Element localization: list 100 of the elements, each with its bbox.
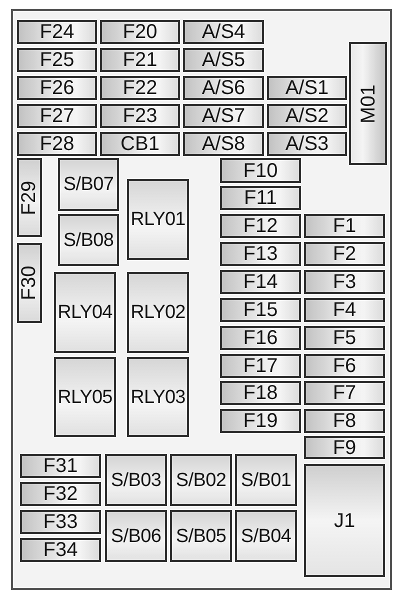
slot-label: F11 [244, 188, 277, 208]
slot-label: S/B08 [63, 230, 114, 250]
fuse-slot [220, 214, 301, 238]
fuse-slot [100, 104, 180, 128]
relay-slot [54, 272, 116, 353]
fuse-slot [304, 381, 385, 405]
fuse-slot [267, 132, 347, 156]
slot-label: F1 [332, 216, 356, 236]
fuse-slot [267, 104, 347, 128]
fuse-slot [100, 48, 180, 72]
slot-label: F28 [40, 134, 74, 154]
slot-label: S/B01 [240, 470, 292, 490]
fuse-slot [20, 482, 101, 506]
slot-label: S/B03 [110, 470, 162, 490]
fuse-slot [304, 326, 385, 350]
slot-label: S/B06 [110, 526, 162, 546]
slot-label: F29 [20, 180, 40, 215]
fuse-slot [220, 158, 301, 183]
slot-label: F19 [243, 411, 278, 431]
slot-label: F4 [332, 300, 356, 320]
slot-label: A/S3 [285, 134, 329, 154]
slot-label: RLY02 [130, 303, 186, 322]
slot-label: F26 [40, 78, 74, 98]
fuse-slot [100, 132, 180, 156]
slot-label: F31 [43, 456, 78, 476]
fuse-slot [17, 76, 97, 100]
fuse-slot [304, 436, 385, 459]
fuse-block-slot [105, 510, 167, 562]
connector-slot [304, 464, 385, 577]
module-slot [349, 42, 387, 165]
slot-label: F18 [243, 383, 278, 403]
fuse-slot [20, 538, 101, 562]
fuse-block-slot [58, 158, 119, 211]
slot-label: A/S2 [285, 106, 329, 126]
fuse-slot [304, 270, 385, 294]
fuse-slot [100, 76, 180, 100]
fuse-slot [17, 243, 42, 323]
slot-label: A/S6 [202, 78, 246, 98]
slot-label: F32 [43, 484, 78, 504]
slot-label: S/B02 [176, 470, 226, 490]
slot-label: F25 [40, 50, 74, 70]
slot-label: F22 [122, 78, 158, 98]
slot-label: F9 [332, 438, 356, 458]
slot-label: A/S5 [202, 50, 246, 70]
fuse-slot [17, 48, 97, 72]
fuse-slot [17, 20, 97, 44]
fuse-block-slot [170, 454, 232, 506]
fuse-slot [220, 242, 301, 266]
slot-label: RLY04 [58, 303, 112, 322]
slot-label: F34 [43, 540, 78, 560]
slot-label: A/S7 [202, 106, 246, 126]
fuse-slot [220, 326, 301, 350]
fuse-slot [220, 409, 301, 433]
fuse-slot [304, 409, 385, 433]
fuse-slot [100, 20, 180, 44]
slot-label: S/B05 [176, 526, 226, 546]
slot-label: F17 [243, 356, 278, 376]
fuse-slot [304, 298, 385, 322]
fuse-slot [220, 354, 301, 378]
slot-label: F5 [332, 328, 356, 348]
slot-label: F27 [40, 106, 74, 126]
fuse-slot [20, 454, 101, 478]
fuse-slot [183, 104, 264, 128]
slot-label: J1 [334, 510, 356, 530]
fuse-slot [304, 242, 385, 266]
fuse-block-slot [105, 454, 167, 506]
slot-label: S/B04 [240, 526, 292, 546]
relay-slot [127, 272, 189, 353]
fuse-slot [267, 76, 347, 100]
fuse-slot [17, 132, 97, 156]
slot-label: M01 [358, 84, 378, 123]
slot-label: F15 [243, 300, 278, 320]
fuse-slot [183, 20, 264, 44]
relay-slot [54, 357, 116, 437]
fuse-slot [183, 48, 264, 72]
slot-label: F30 [20, 266, 40, 300]
fuse-box-panel [11, 9, 392, 590]
slot-label: S/B07 [63, 175, 114, 194]
fuse-slot [220, 298, 301, 322]
fuse-slot [17, 104, 97, 128]
fuse-block-slot [235, 510, 297, 562]
slot-label: F6 [332, 356, 356, 376]
slot-label: CB1 [120, 134, 160, 154]
slot-label: F21 [122, 50, 158, 70]
slot-label: F8 [332, 411, 356, 431]
fuse-slot [220, 186, 301, 210]
slot-label: F24 [40, 22, 74, 42]
slot-label: F16 [243, 328, 278, 348]
slot-label: F14 [243, 272, 278, 292]
slot-label: RLY05 [58, 388, 112, 406]
fuse-slot [20, 510, 101, 534]
slot-label: F10 [243, 160, 278, 180]
relay-slot [127, 179, 189, 260]
slot-label: F33 [43, 512, 78, 532]
fuse-block-slot [235, 454, 297, 506]
fuse-slot [183, 132, 264, 156]
slot-label: F13 [243, 244, 278, 264]
slot-label: F3 [332, 272, 356, 292]
slot-label: F23 [122, 106, 158, 126]
fuse-block-slot [170, 510, 232, 562]
